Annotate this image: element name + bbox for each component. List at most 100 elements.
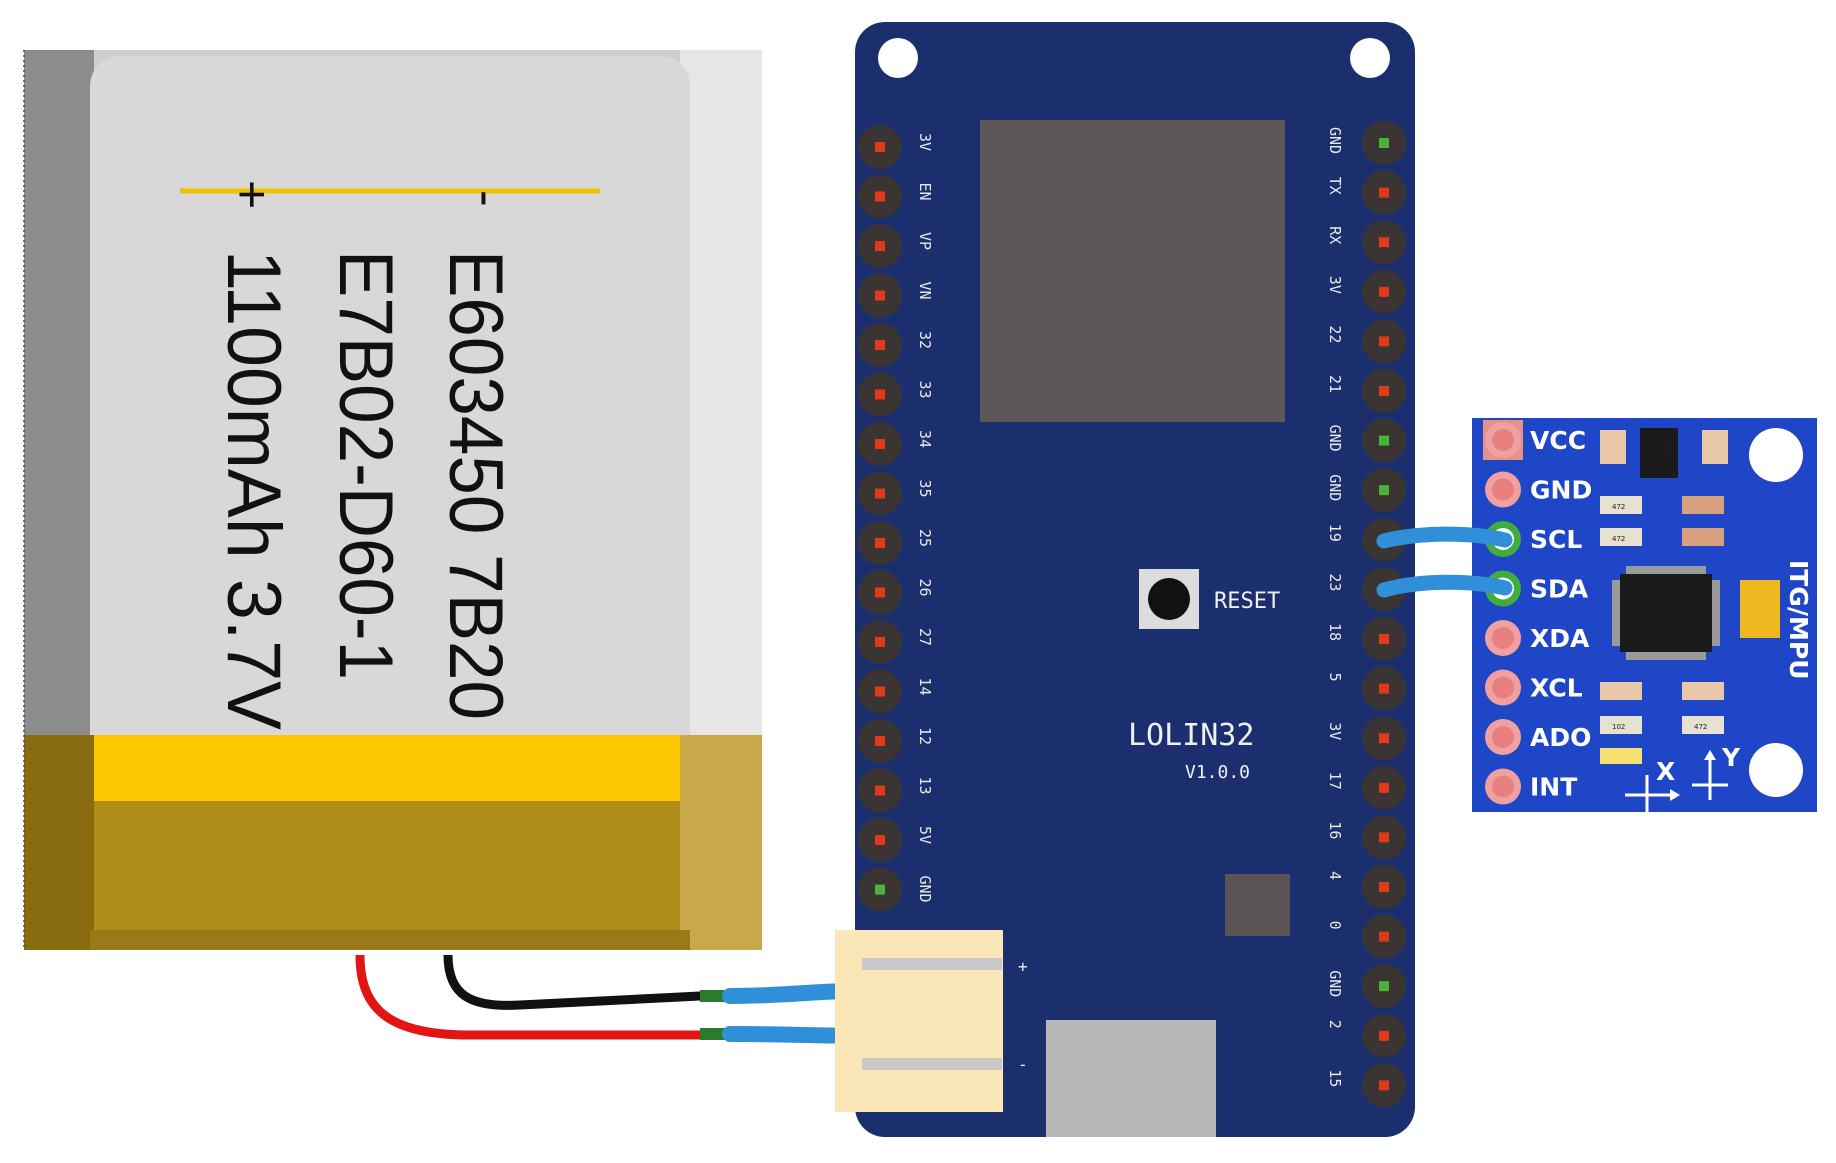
mpu-pin-hole	[1492, 775, 1514, 798]
right-pin-2[interactable]	[1379, 1030, 1389, 1041]
right-pin-label: 23	[1326, 573, 1344, 591]
right-pin-5[interactable]	[1379, 683, 1389, 694]
left-pin-12[interactable]	[875, 736, 885, 746]
right-pin-rx[interactable]	[1379, 237, 1389, 248]
board-name: LOLIN32	[1128, 718, 1254, 753]
left-pin-label: 5V	[916, 826, 934, 844]
esp32-module	[980, 120, 1285, 422]
mpu-pin-label: XDA	[1530, 624, 1590, 653]
left-pin-label: 25	[916, 529, 934, 547]
right-pin-tx[interactable]	[1379, 187, 1389, 198]
left-pin-label: 3V	[916, 133, 934, 151]
right-pin-17[interactable]	[1379, 782, 1389, 793]
right-pin-label: 17	[1326, 772, 1344, 790]
left-pin-25[interactable]	[875, 538, 885, 548]
right-pin-gnd[interactable]	[1379, 485, 1389, 496]
battery-face	[90, 56, 690, 946]
battery-band-right-edge	[680, 735, 762, 950]
left-pin-26[interactable]	[875, 587, 885, 598]
mpu-pin-label: ADO	[1530, 723, 1591, 752]
right-pin-15[interactable]	[1379, 1080, 1389, 1091]
resistor-r6	[1600, 682, 1642, 700]
battery-bottom-shade	[90, 930, 690, 950]
left-pin-3v[interactable]	[875, 142, 885, 152]
right-pin-label: TX	[1326, 177, 1344, 195]
board-version: V1.0.0	[1185, 762, 1250, 783]
left-pin-en[interactable]	[875, 191, 885, 202]
resistor-r4	[1600, 528, 1642, 546]
mpu-chip-leads-top	[1626, 566, 1706, 574]
lipo-battery: + - E603450 7B20 E7B02-D60-1 1100mAh 3.7…	[23, 50, 762, 950]
battery-label-line2: E7B02-D60-1	[323, 250, 408, 680]
right-pin-gnd[interactable]	[1379, 981, 1389, 992]
right-pin-3v[interactable]	[1379, 733, 1389, 744]
left-pin-33[interactable]	[875, 389, 885, 400]
right-pin-16[interactable]	[1379, 832, 1389, 843]
left-pin-vn[interactable]	[875, 290, 885, 301]
right-pin-label: 2	[1326, 1020, 1344, 1029]
right-pin-label: 3V	[1326, 722, 1344, 740]
axis-y-label: Y	[1721, 743, 1741, 772]
right-pin-label: 21	[1326, 375, 1344, 393]
battery-yellow-band	[24, 735, 762, 801]
regulator-label: 5201	[1663, 438, 1671, 456]
right-pin-gnd[interactable]	[1379, 435, 1389, 446]
mpu-chip	[1620, 574, 1712, 652]
x-arrowhead	[1670, 789, 1680, 801]
right-pin-21[interactable]	[1379, 386, 1389, 396]
right-pin-gnd[interactable]	[1379, 138, 1389, 148]
right-pin-label: 0	[1326, 921, 1344, 930]
battery-minus-mark: -	[459, 190, 515, 207]
jst-rail-top	[862, 958, 1002, 970]
mpu-mount-hole-bottom	[1749, 743, 1803, 797]
left-pin-5v[interactable]	[875, 835, 885, 845]
i2c-jumpers	[1376, 526, 1513, 598]
right-pin-0[interactable]	[1379, 931, 1389, 942]
reset-label: RESET	[1214, 589, 1280, 614]
mpu-pin-hole	[1492, 478, 1514, 501]
right-pin-label: GND	[1326, 127, 1344, 154]
scl-jumper-wire	[1376, 526, 1513, 549]
mpu-chip-leads-left	[1612, 580, 1620, 646]
mpu-pin-label: SDA	[1530, 575, 1589, 604]
mpu-chip-leads-right	[1712, 580, 1720, 646]
right-pin-label: 16	[1326, 821, 1344, 839]
resistor-r3	[1682, 496, 1724, 514]
black-wire-tip	[700, 990, 730, 1002]
right-pin-4[interactable]	[1379, 882, 1389, 892]
mount-hole-left	[878, 38, 918, 78]
right-pin-3v[interactable]	[1379, 286, 1389, 297]
left-pin-label: 13	[916, 777, 934, 795]
left-pin-vp[interactable]	[875, 241, 885, 251]
battery-label-line3: 1100mAh 3.7V	[211, 250, 296, 730]
left-pin-13[interactable]	[875, 785, 885, 796]
right-pin-label: 5	[1326, 673, 1344, 682]
resistor-r8	[1600, 716, 1642, 734]
left-pin-35[interactable]	[875, 488, 885, 499]
left-pin-label: 12	[916, 727, 934, 745]
left-pin-label: 26	[916, 579, 934, 597]
resistor-label-3: 102	[1612, 723, 1625, 731]
left-pin-label: 27	[916, 628, 934, 646]
right-pin-label: 15	[1326, 1069, 1344, 1087]
right-pin-22[interactable]	[1379, 336, 1389, 347]
mpu-title: ITG/MPU	[1784, 560, 1813, 680]
left-pin-32[interactable]	[875, 340, 885, 350]
mpu-pin-label: SCL	[1530, 525, 1582, 554]
left-pin-27[interactable]	[875, 637, 885, 647]
left-pin-34[interactable]	[875, 439, 885, 449]
right-pin-18[interactable]	[1379, 634, 1389, 644]
red-wire-tip	[700, 1028, 730, 1040]
left-pin-14[interactable]	[875, 686, 885, 697]
battery-label-line1: E603450 7B20	[433, 250, 518, 720]
left-pin-gnd[interactable]	[875, 884, 885, 895]
mpu-pin-hole	[1492, 676, 1514, 699]
right-pin-label: GND	[1326, 425, 1344, 452]
mpu-pin-hole	[1492, 627, 1514, 649]
y-arrowhead	[1704, 750, 1716, 760]
left-pin-label: 35	[916, 480, 934, 498]
mpu-pin-hole	[1492, 726, 1514, 748]
reset-button[interactable]	[1148, 578, 1190, 620]
